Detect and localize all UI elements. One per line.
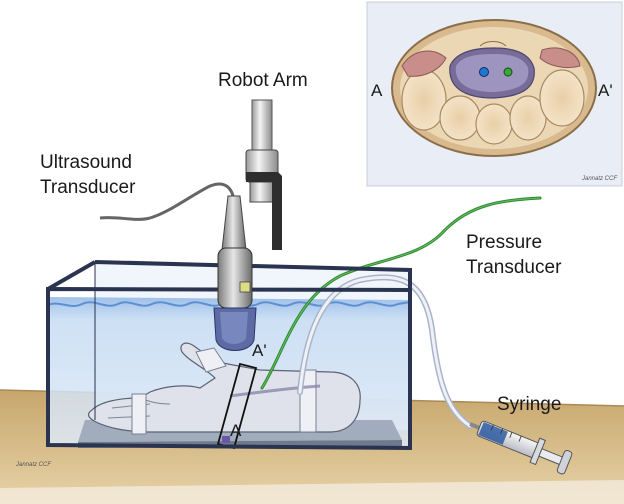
marker-blue — [479, 67, 489, 77]
ultrasound-probe — [99, 182, 257, 351]
plane-label-a: A — [230, 421, 242, 440]
tubing — [260, 196, 542, 429]
inset-label-a-prime: A' — [598, 81, 613, 100]
label-syringe: Syringe — [497, 394, 561, 415]
imaging-plane: A' A — [216, 341, 267, 450]
marker-green — [503, 67, 513, 77]
label-pressure-line1: Pressure — [466, 232, 542, 253]
tank-frame — [46, 260, 412, 451]
label-ultrasound-line1: Ultrasound — [40, 152, 132, 173]
syringe — [469, 420, 573, 475]
label-robot-arm: Robot Arm — [218, 70, 308, 91]
cross-section-inset: A A' Jannatz CCF — [366, 1, 623, 187]
probe-cable — [149, 182, 236, 220]
label-pressure-line2: Transducer — [466, 257, 562, 278]
plane-label-a-prime: A' — [252, 341, 267, 360]
inset-signature: Jannatz CCF — [581, 176, 617, 182]
robot-arm — [245, 99, 282, 250]
carpal-bones — [401, 69, 585, 145]
cadaveric-hand — [87, 342, 361, 435]
inset-label-a: A — [371, 81, 383, 100]
main-signature: Jannatz CCF — [15, 462, 51, 468]
label-ultrasound-line2: Transducer — [40, 177, 136, 198]
